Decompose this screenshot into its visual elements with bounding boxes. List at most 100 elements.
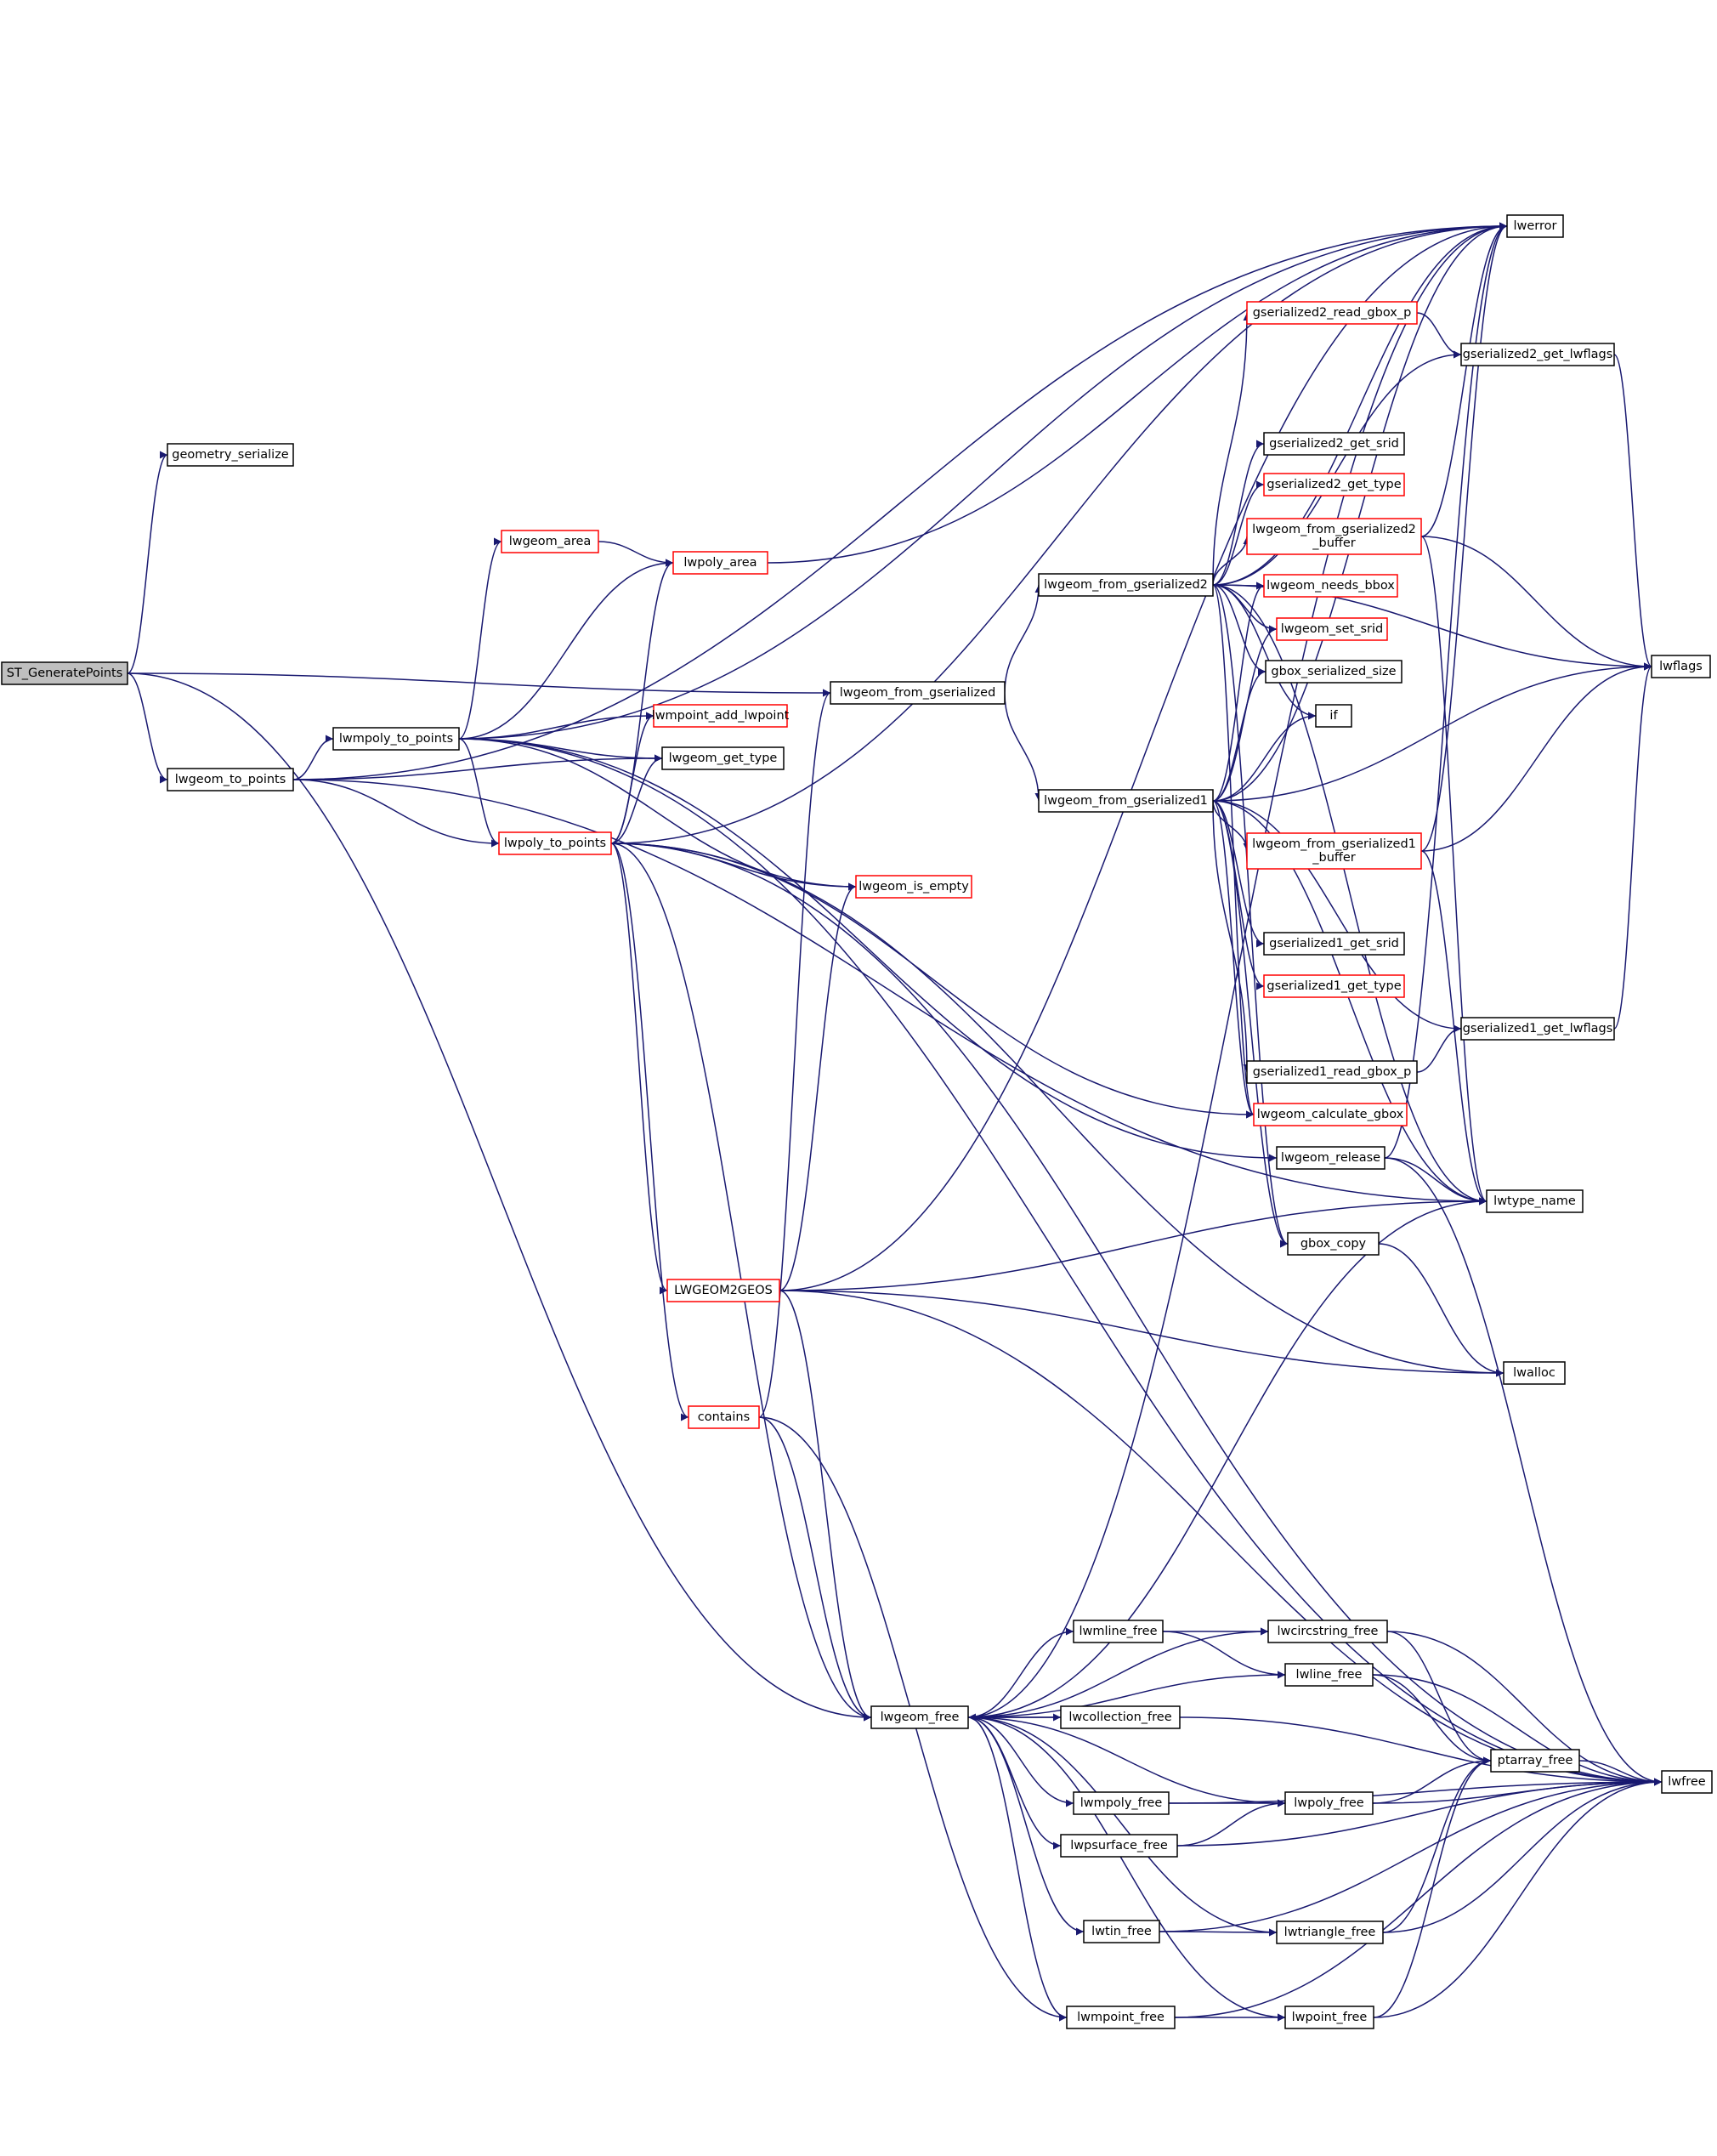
node-gserialized2_get_srid[interactable]: gserialized2_get_srid	[1263, 432, 1405, 456]
node-lwgeom_from_gserialized2_buffer[interactable]: lwgeom_from_gserialized2_buffer	[1246, 518, 1422, 555]
node-lwmpoint_free[interactable]: lwmpoint_free	[1066, 2006, 1176, 2029]
node-lwtype_name[interactable]: lwtype_name	[1486, 1189, 1584, 1213]
edge-lwtriangle_free-to-ptarray_free	[1382, 1756, 1492, 1933]
edge-lwgeom_from_gserialized2-to-lwerror	[1212, 222, 1508, 586]
edge-lwgeom_from_gserialized1-to-lwerror	[1212, 222, 1508, 802]
node-geometry_serialize[interactable]: geometry_serialize	[167, 443, 294, 467]
node-label-gserialized2_get_srid: gserialized2_get_srid	[1269, 437, 1399, 451]
node-label-lwgeom_needs_bbox: lwgeom_needs_bbox	[1266, 579, 1395, 593]
node-label-lwgeom_calculate_gbox: lwgeom_calculate_gbox	[1257, 1108, 1404, 1121]
node-box-lwmpoint_free	[1066, 2006, 1176, 2029]
node-gserialized2_get_type[interactable]: gserialized2_get_type	[1263, 473, 1405, 496]
node-gserialized1_get_lwflags[interactable]: gserialized1_get_lwflags	[1460, 1017, 1615, 1041]
node-box-gbox_copy	[1287, 1232, 1380, 1256]
node-lwpoly_to_points[interactable]: lwpoly_to_points	[498, 831, 612, 855]
node-box-lwpoly_area	[672, 551, 768, 575]
node-lwpoly_free[interactable]: lwpoly_free	[1284, 1791, 1374, 1815]
node-lwgeom_from_gserialized[interactable]: lwgeom_from_gserialized	[830, 681, 1006, 705]
edge-gserialized2_read_gbox_p-to-gserialized2_get_lwflags	[1416, 312, 1462, 359]
edge-lwpoly_free-to-lwfree	[1372, 1778, 1663, 1804]
node-lwmpoly_to_points[interactable]: lwmpoly_to_points	[332, 727, 460, 751]
node-gserialized2_read_gbox_p[interactable]: gserialized2_read_gbox_p	[1246, 301, 1418, 325]
node-lwtin_free[interactable]: lwtin_free	[1083, 1920, 1160, 1943]
node-label-lwpoly_free: lwpoly_free	[1294, 1796, 1363, 1810]
node-lwgeom_free[interactable]: lwgeom_free	[870, 1705, 969, 1729]
node-gserialized2_get_lwflags[interactable]: gserialized2_get_lwflags	[1460, 343, 1615, 366]
node-lwerror[interactable]: lwerror	[1506, 214, 1564, 238]
edge-ptarray_free-to-lwfree	[1578, 1760, 1663, 1786]
node-lwtriangle_free[interactable]: lwtriangle_free	[1276, 1921, 1384, 1944]
edge-lwpoly_to_points-to-lwgeom_get_type	[610, 754, 663, 844]
node-box-lwgeom_from_gserialized1_buffer	[1246, 832, 1422, 870]
node-if[interactable]: if	[1315, 704, 1352, 728]
edge-lwgeom_free-to-lwpoly_free	[967, 1716, 1286, 1807]
node-box-lwfree	[1661, 1770, 1713, 1794]
edge-lwmpoly_to_points-to-lwgeom_get_type	[458, 738, 663, 763]
edges-layer	[127, 222, 1663, 2022]
node-label-lwfree: lwfree	[1668, 1775, 1706, 1789]
node-label-gserialized1_read_gbox_p: gserialized1_read_gbox_p	[1253, 1065, 1412, 1079]
node-label-lwgeom_to_points: lwgeom_to_points	[175, 773, 286, 786]
node-box-ST_GeneratePoints	[1, 661, 128, 685]
edge-lwpoly_to_points-to-lwmpoint_add_lwpoint	[610, 712, 654, 844]
node-box-contains	[688, 1405, 760, 1429]
node-LWGEOM2GEOS[interactable]: LWGEOM2GEOS	[666, 1279, 780, 1302]
edge-lwgeom_from_gserialized1-to-gbox_serialized_size	[1212, 667, 1266, 802]
node-lwmpoly_free[interactable]: lwmpoly_free	[1073, 1791, 1170, 1815]
node-lwpsurface_free[interactable]: lwpsurface_free	[1060, 1834, 1178, 1858]
node-label-gserialized1_get_srid: gserialized1_get_srid	[1269, 937, 1399, 950]
node-label-lwmpoly_to_points: lwmpoly_to_points	[339, 732, 453, 746]
node-label-lwmpoly_free: lwmpoly_free	[1080, 1796, 1163, 1810]
node-lwmpoint_add_lwpoint[interactable]: lwmpoint_add_lwpoint	[652, 704, 790, 728]
edge-lwgeom_from_gserialized1-to-gserialized1_get_srid	[1212, 800, 1265, 948]
node-lwgeom_to_points[interactable]: lwgeom_to_points	[167, 768, 294, 791]
node-label-lwmpoint_add_lwpoint: lwmpoint_add_lwpoint	[652, 709, 790, 723]
node-lwgeom_set_srid[interactable]: lwgeom_set_srid	[1276, 617, 1388, 641]
node-ptarray_free[interactable]: ptarray_free	[1490, 1749, 1580, 1773]
node-box-lwtin_free	[1083, 1920, 1160, 1943]
node-gserialized1_get_type[interactable]: gserialized1_get_type	[1263, 974, 1405, 998]
node-lwpoint_free[interactable]: lwpoint_free	[1284, 2006, 1374, 2029]
edge-gserialized1_get_lwflags-to-lwflags	[1613, 662, 1652, 1030]
edge-lwgeom_from_gserialized2_buffer-to-lwflags	[1420, 536, 1652, 671]
node-label-lwgeom_from_gserialized1: lwgeom_from_gserialized1	[1044, 794, 1208, 808]
node-box-lwgeom_free	[870, 1705, 969, 1729]
node-lwgeom_get_type[interactable]: lwgeom_get_type	[661, 746, 785, 770]
node-contains[interactable]: contains	[688, 1405, 760, 1429]
node-lwcollection_free[interactable]: lwcollection_free	[1060, 1705, 1181, 1729]
node-lwgeom_calculate_gbox[interactable]: lwgeom_calculate_gbox	[1253, 1103, 1408, 1126]
node-box-lwpoly_free	[1284, 1791, 1374, 1815]
node-lwpoly_area[interactable]: lwpoly_area	[672, 551, 768, 575]
node-gserialized1_get_srid[interactable]: gserialized1_get_srid	[1263, 932, 1405, 956]
node-lwgeom_is_empty[interactable]: lwgeom_is_empty	[855, 875, 972, 899]
node-lwfree[interactable]: lwfree	[1661, 1770, 1713, 1794]
node-label-lwgeom_from_gserialized2: lwgeom_from_gserialized2	[1044, 578, 1208, 592]
node-lwalloc[interactable]: lwalloc	[1503, 1361, 1566, 1385]
node-box-lwpoly_to_points	[498, 831, 612, 855]
node-lwcircstring_free[interactable]: lwcircstring_free	[1267, 1620, 1388, 1643]
node-lwline_free[interactable]: lwline_free	[1284, 1663, 1374, 1687]
edge-contains-to-lwgeom_from_gserialized	[758, 689, 831, 1418]
node-lwgeom_needs_bbox[interactable]: lwgeom_needs_bbox	[1263, 574, 1398, 598]
node-lwgeom_from_gserialized2[interactable]: lwgeom_from_gserialized2	[1038, 573, 1214, 597]
node-box-gserialized1_get_lwflags	[1460, 1017, 1615, 1041]
node-gserialized1_read_gbox_p[interactable]: gserialized1_read_gbox_p	[1246, 1060, 1418, 1084]
node-lwgeom_from_gserialized1[interactable]: lwgeom_from_gserialized1	[1038, 789, 1214, 813]
edge-lwgeom_from_gserialized2_buffer-to-lwerror	[1420, 222, 1508, 537]
node-label-lwflags: lwflags	[1659, 660, 1703, 673]
node-box-gserialized2_get_lwflags	[1460, 343, 1615, 366]
node-gbox_serialized_size[interactable]: gbox_serialized_size	[1265, 660, 1402, 684]
node-lwmline_free[interactable]: lwmline_free	[1073, 1620, 1164, 1643]
node-lwgeom_release[interactable]: lwgeom_release	[1276, 1146, 1386, 1170]
edge-lwgeom_free-to-lwerror	[967, 222, 1508, 1718]
edge-lwline_free-to-ptarray_free	[1372, 1674, 1492, 1765]
node-gbox_copy[interactable]: gbox_copy	[1287, 1232, 1380, 1256]
node-lwflags[interactable]: lwflags	[1651, 655, 1711, 678]
node-lwgeom_from_gserialized1_buffer[interactable]: lwgeom_from_gserialized1_buffer	[1246, 832, 1422, 870]
edge-lwgeom_from_gserialized1-to-lwgeom_needs_bbox	[1212, 582, 1265, 802]
node-lwgeom_area[interactable]: lwgeom_area	[501, 530, 599, 553]
edge-lwpoly_to_points-to-lwfree	[610, 843, 1663, 1786]
node-label-lwtriangle_free: lwtriangle_free	[1284, 1926, 1376, 1939]
node-label-lwmline_free: lwmline_free	[1079, 1625, 1157, 1638]
node-box-lwmpoly_to_points	[332, 727, 460, 751]
